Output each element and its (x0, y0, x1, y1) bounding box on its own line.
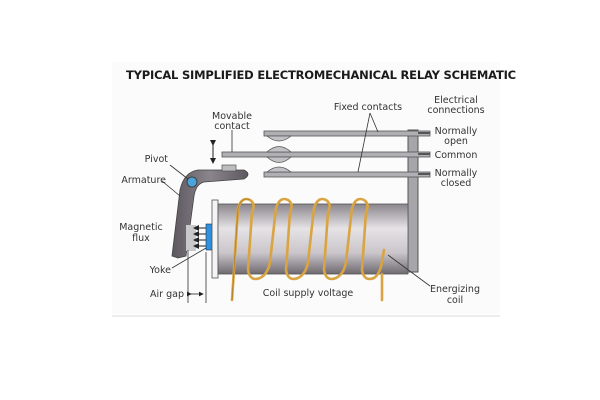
label-energizing-coil-2: coil (447, 295, 463, 306)
pivot (186, 176, 198, 188)
yoke (205, 223, 213, 251)
armature (171, 169, 249, 259)
leader-yoke (171, 247, 207, 269)
leader-fixed-nc (357, 112, 371, 173)
contact-dome-common-bottom (265, 156, 293, 163)
leader-pivot (169, 164, 189, 180)
leader-armature (161, 180, 181, 197)
label-movable-contact-2: contact (214, 121, 250, 132)
leader-fixed-no (369, 112, 379, 133)
label-energizing-coil-1: Energizing (430, 284, 480, 295)
label-fixed-contacts: Fixed contacts (334, 102, 402, 113)
label-pivot: Pivot (145, 154, 169, 165)
contact-dome-common-top (265, 146, 293, 153)
label-common: Common (435, 150, 478, 161)
label-coil-supply-voltage: Coil supply voltage (263, 288, 354, 299)
contact-dome-no (265, 135, 293, 142)
fixed-contact-nc (263, 171, 431, 178)
label-movable-contact-1: Movable (212, 111, 252, 122)
armature-contact-pad (221, 164, 237, 172)
label-electrical-connections-1: Electrical (434, 95, 478, 106)
contact-dome-nc (265, 166, 293, 173)
diagram-title: TYPICAL SIMPLIFIED ELECTROMECHANICAL REL… (126, 68, 516, 82)
label-magnetic-flux-1: Magnetic (119, 222, 163, 233)
leader-energizing-coil (387, 254, 431, 287)
label-normally-open-1: Normally (435, 126, 478, 137)
terminal-frame (407, 129, 419, 273)
label-armature: Armature (121, 175, 166, 186)
label-electrical-connections-2: connections (427, 105, 484, 116)
label-normally-closed-1: Normally (435, 168, 478, 179)
fixed-contact-no (263, 130, 431, 137)
coil-end-plate (211, 199, 219, 279)
common-strip (221, 151, 431, 158)
label-normally-open-2: open (444, 136, 468, 147)
label-normally-closed-2: closed (441, 178, 472, 189)
armature-pole (186, 225, 196, 251)
label-magnetic-flux-2: flux (132, 233, 150, 244)
coil-winding (230, 197, 386, 302)
label-yoke: Yoke (149, 265, 172, 276)
coil-winding-outline (231, 198, 251, 301)
label-air-gap: Air gap (150, 289, 184, 300)
